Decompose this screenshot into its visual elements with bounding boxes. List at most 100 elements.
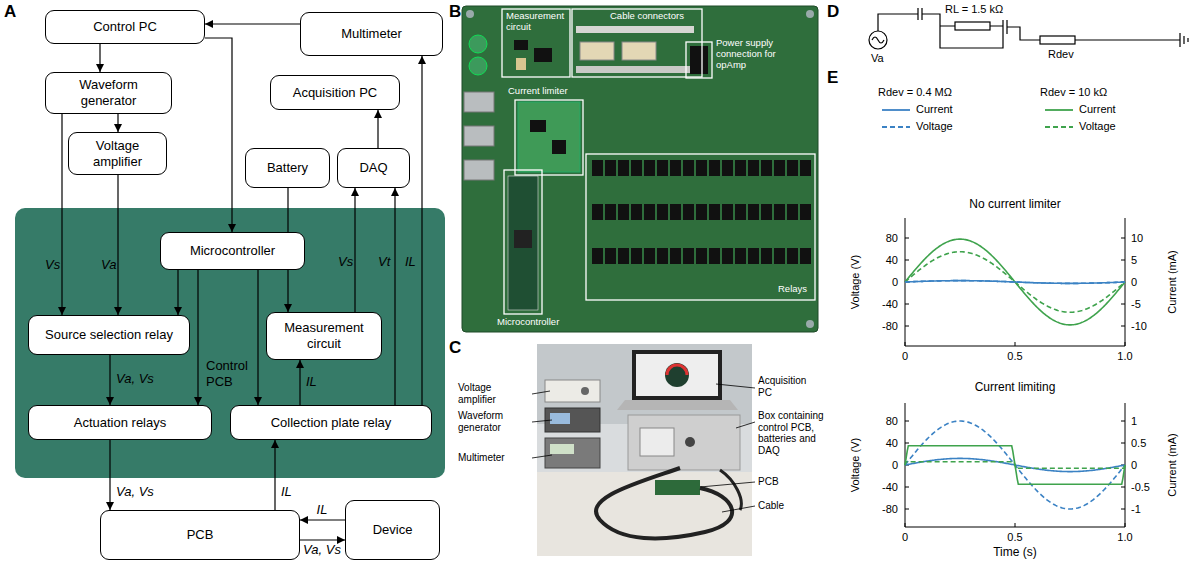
wire xyxy=(1075,39,1180,40)
relay xyxy=(670,248,681,264)
box-label: PCB xyxy=(187,527,214,543)
limiter-board xyxy=(518,102,580,172)
panel-letter: C xyxy=(449,338,461,358)
legend-line-sample xyxy=(1045,126,1073,128)
tick-label: 0 xyxy=(892,459,898,472)
box-label: Battery xyxy=(267,160,308,176)
relay xyxy=(618,160,629,176)
relay xyxy=(657,204,668,220)
axis-title: Current (mA) xyxy=(1166,433,1179,497)
logo-arc xyxy=(667,365,687,375)
axis-tick xyxy=(1015,342,1016,346)
axis-tick xyxy=(1121,487,1125,488)
relay xyxy=(787,204,798,220)
axis-tick xyxy=(905,326,909,327)
annotation-box xyxy=(502,9,570,77)
relay xyxy=(761,204,772,220)
relay xyxy=(657,248,668,264)
axis-tick xyxy=(905,443,909,444)
leader-line xyxy=(532,391,550,394)
signal-name: IL xyxy=(306,375,317,389)
data-curve xyxy=(905,446,1125,485)
annotation-box xyxy=(586,154,815,300)
tick-label: 0 xyxy=(902,350,908,363)
tick-label: 0 xyxy=(892,276,898,289)
relay xyxy=(735,204,746,220)
header-connector xyxy=(576,66,694,73)
signal-name: IL xyxy=(281,485,292,499)
signal-arrow xyxy=(377,110,378,148)
relay xyxy=(709,248,720,264)
relay xyxy=(644,204,655,220)
axis-frame xyxy=(905,403,1125,527)
bnc-connector xyxy=(464,92,494,112)
signal-arrow xyxy=(61,114,62,315)
chip xyxy=(534,48,552,62)
block-box: Acquisition PC xyxy=(270,75,400,110)
relay xyxy=(683,160,694,176)
panel-letter: B xyxy=(449,2,461,22)
photo-callout: PCB xyxy=(758,476,779,488)
laptop-display xyxy=(636,354,718,396)
microcontroller-board xyxy=(508,176,538,310)
signal-name: Va, Vs xyxy=(116,372,154,386)
relay xyxy=(735,160,746,176)
photo-ground xyxy=(537,344,752,556)
tick-label: 1.0 xyxy=(1117,350,1132,363)
bnc-connector xyxy=(464,126,494,146)
data-curve xyxy=(905,252,1125,313)
cable xyxy=(720,470,741,510)
mount-hole xyxy=(466,10,474,18)
photo-callout: Acquisition PC xyxy=(758,375,820,398)
signal-arrow xyxy=(394,188,395,405)
box-label: DAQ xyxy=(359,160,387,176)
axis-tick xyxy=(905,304,909,305)
photo-callout: Cable xyxy=(758,500,784,512)
relay xyxy=(696,160,707,176)
panel-letter: E xyxy=(827,68,838,88)
relay xyxy=(748,248,759,264)
axis-title: Time (s) xyxy=(993,546,1037,560)
transistor-symbol xyxy=(918,8,922,20)
relay xyxy=(605,204,616,220)
axis-tick xyxy=(1121,238,1125,239)
signal-name: IL xyxy=(317,503,328,517)
legend-line-sample xyxy=(882,126,910,128)
block-box: Control PC xyxy=(45,10,205,44)
signal-name: IL xyxy=(405,255,416,269)
axis-tick xyxy=(1121,304,1125,305)
relay xyxy=(696,248,707,264)
axis-tick xyxy=(905,421,909,422)
photo-annotation: Microcontroller xyxy=(497,317,559,328)
tick-label: 0.5 xyxy=(1007,350,1022,363)
wire xyxy=(1007,27,1040,40)
screen xyxy=(550,444,574,454)
tick-label: -10 xyxy=(1131,320,1147,333)
component-name: Va xyxy=(871,52,884,65)
cable-connector xyxy=(622,42,656,60)
relay xyxy=(696,204,707,220)
block-box: Voltage amplifier xyxy=(68,132,167,175)
tick-label: 5 xyxy=(1131,254,1137,267)
block-box: PCB xyxy=(100,510,300,560)
relay xyxy=(787,248,798,264)
signal-arrow xyxy=(197,270,198,405)
signal-name: Vt xyxy=(378,255,390,269)
mount-hole xyxy=(806,320,814,328)
relay xyxy=(722,204,733,220)
amplifier-device xyxy=(545,380,600,402)
signal-arrow xyxy=(299,360,300,405)
tick-label: 80 xyxy=(886,415,898,428)
jack-connector xyxy=(469,57,487,75)
axis-tick xyxy=(905,238,909,239)
axis-title: Current (mA) xyxy=(1166,250,1179,314)
mount-hole xyxy=(806,10,814,18)
box-label: Source selection relay xyxy=(45,327,173,343)
tick-label: 0 xyxy=(1131,459,1137,472)
signal-name: Va, Vs xyxy=(116,485,154,499)
wire xyxy=(922,14,1003,48)
relay xyxy=(683,248,694,264)
leader-line xyxy=(716,384,755,388)
relay xyxy=(670,204,681,220)
setup-photo xyxy=(532,344,755,556)
